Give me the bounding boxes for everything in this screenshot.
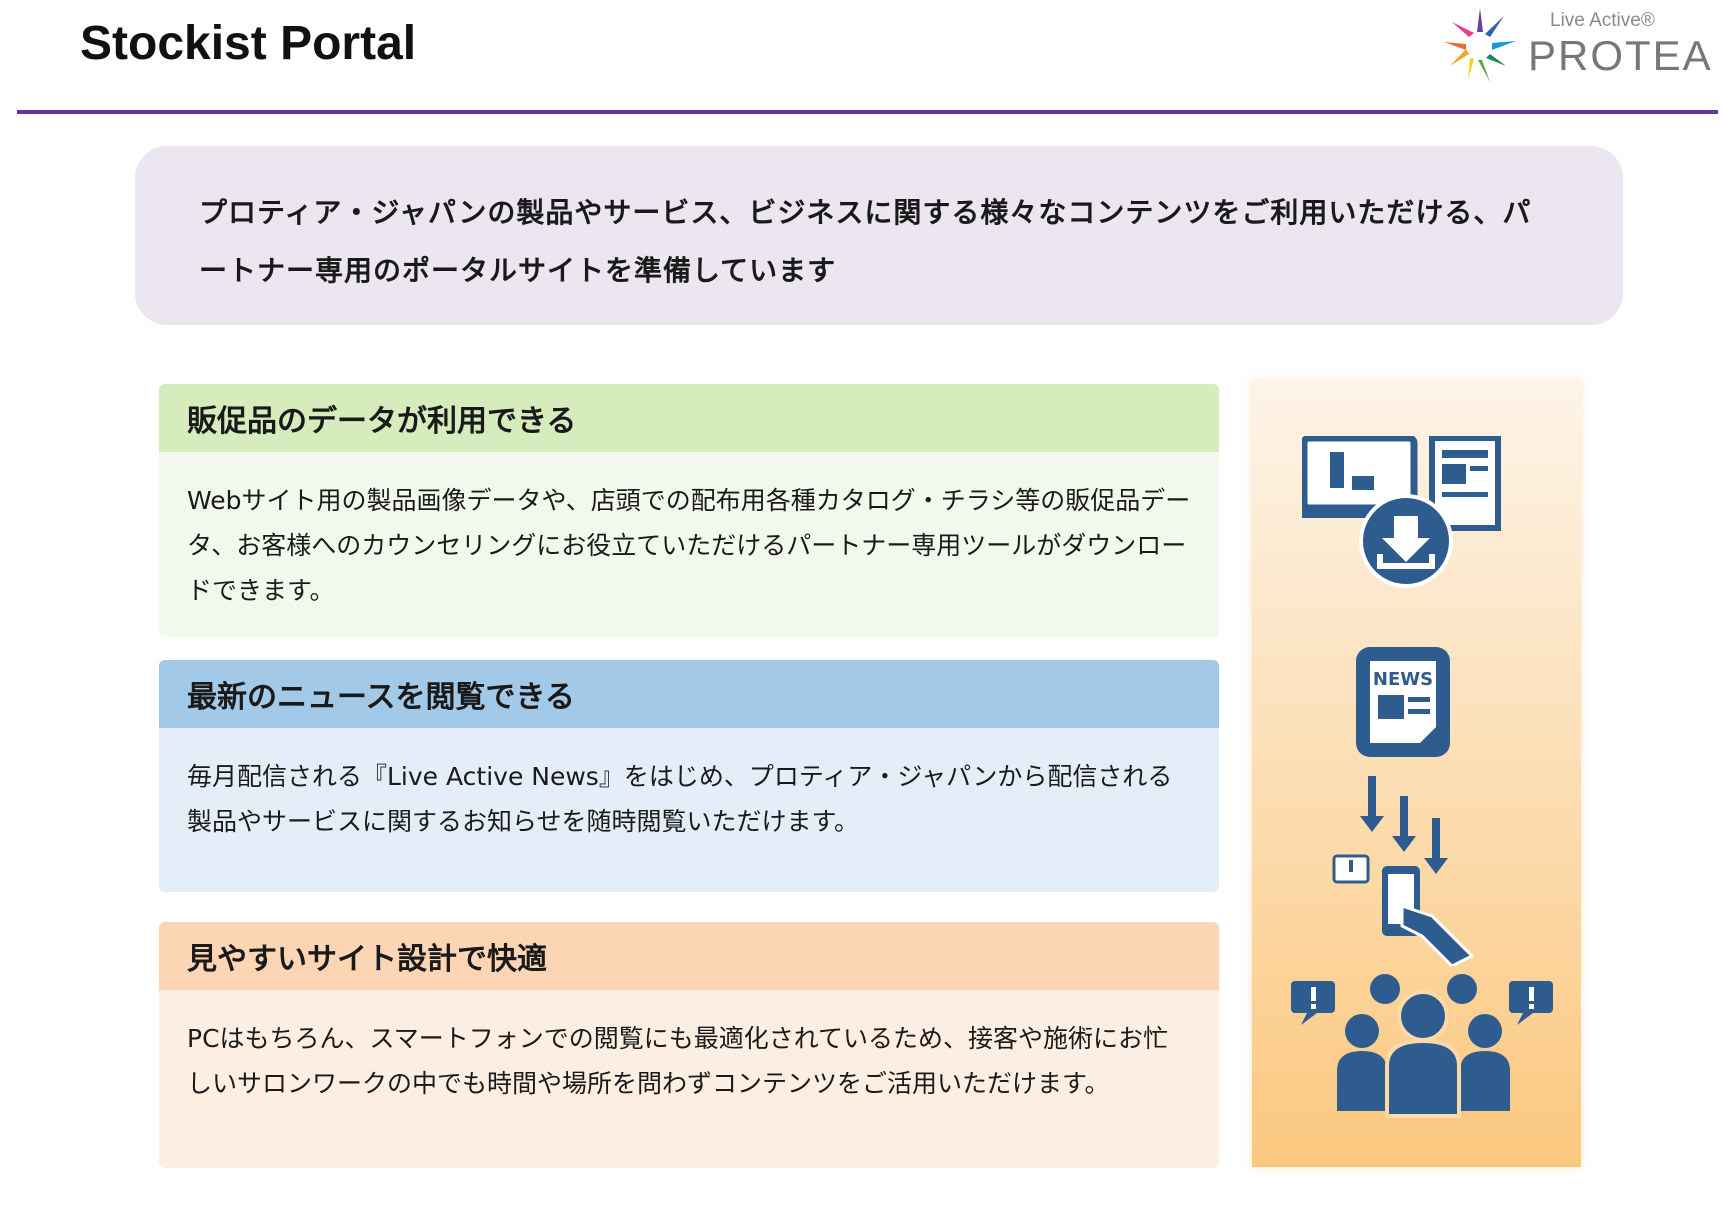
download-icon	[1302, 436, 1501, 588]
header-divider	[17, 110, 1718, 114]
protea-logo[interactable]: Live Active® PROTEA	[1432, 4, 1722, 94]
logo-brand: PROTEA	[1528, 32, 1713, 79]
feature-heading: 販促品のデータが利用できる	[159, 384, 1219, 452]
page-title: Stockist Portal	[80, 17, 417, 70]
illustration-panel: NEWS	[1252, 381, 1581, 1167]
flower-logo-icon	[1444, 8, 1516, 82]
feature-heading: 最新のニュースを閲覧できる	[159, 660, 1219, 728]
feature-body: 毎月配信される『Live Active News』をはじめ、プロティア・ジャパン…	[159, 728, 1219, 892]
intro-banner: プロティア・ジャパンの製品やサービス、ビジネスに関する様々なコンテンツをご利用い…	[135, 146, 1623, 325]
news-icon: NEWS	[1356, 647, 1450, 757]
feature-body: Webサイト用の製品画像データや、店頭での配布用各種カタログ・チラシ等の販促品デ…	[159, 452, 1219, 637]
news-label: NEWS	[1373, 669, 1433, 690]
community-icon	[1291, 974, 1553, 1118]
feature-design: 見やすいサイト設計で快適 PCはもちろん、スマートフォンでの閲覧にも最適化されて…	[159, 922, 1219, 1168]
smartphone-notification-icon	[1332, 776, 1475, 966]
feature-heading: 見やすいサイト設計で快適	[159, 922, 1219, 990]
feature-news: 最新のニュースを閲覧できる 毎月配信される『Live Active News』を…	[159, 660, 1219, 892]
logo-tagline: Live Active®	[1550, 10, 1655, 31]
feature-downloads: 販促品のデータが利用できる Webサイト用の製品画像データや、店頭での配布用各種…	[159, 384, 1219, 637]
feature-body: PCはもちろん、スマートフォンでの閲覧にも最適化されているため、接客や施術にお忙…	[159, 990, 1219, 1168]
